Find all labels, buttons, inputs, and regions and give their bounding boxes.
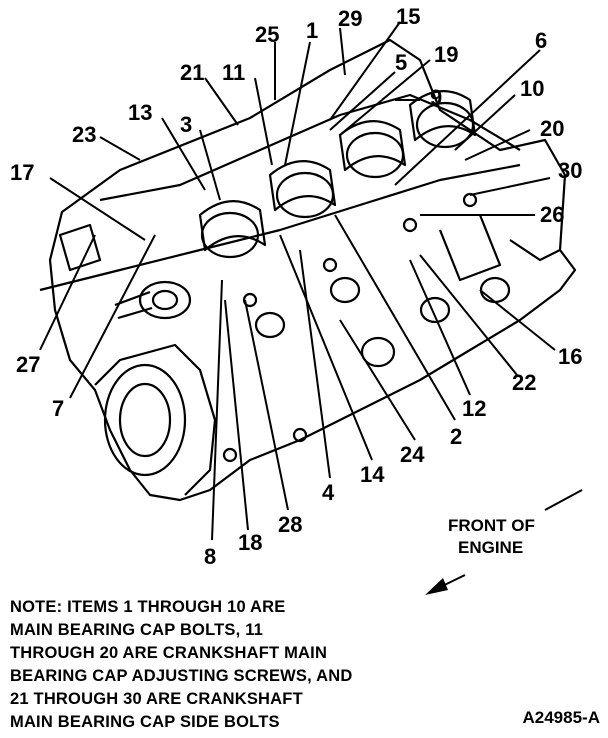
- note-line-4: BEARING CAP ADJUSTING SCREWS, AND: [10, 667, 353, 685]
- callout-27: 27: [16, 352, 40, 377]
- callout-26: 26: [540, 202, 564, 227]
- callout-6: 6: [535, 28, 547, 53]
- callout-4: 4: [322, 480, 335, 505]
- note-line-6: MAIN BEARING CAP SIDE BOLTS: [10, 713, 280, 731]
- callout-8: 8: [204, 544, 216, 569]
- callout-18: 18: [238, 530, 262, 555]
- engine-block-drawing: [39, 38, 577, 502]
- front-of-engine-label-2: ENGINE: [458, 538, 524, 557]
- callout-3: 3: [180, 112, 192, 137]
- note-line-1: NOTE: ITEMS 1 THROUGH 10 ARE: [10, 598, 286, 616]
- callout-5: 5: [395, 50, 407, 75]
- leader-lines: [39, 21, 583, 593]
- callout-13: 13: [128, 100, 152, 125]
- callout-12: 12: [462, 396, 486, 421]
- callout-17: 17: [10, 160, 34, 185]
- callout-28: 28: [278, 512, 302, 537]
- callout-numbers: 1 29 15 25 5 19 6 21 11 9 10 13 3 23 20 …: [10, 4, 582, 569]
- callout-25: 25: [255, 22, 279, 47]
- callout-2: 2: [450, 424, 462, 449]
- callout-23: 23: [72, 122, 96, 147]
- callout-30: 30: [558, 158, 582, 183]
- callout-11: 11: [222, 60, 245, 85]
- callout-1: 1: [306, 18, 318, 43]
- callout-29: 29: [338, 6, 362, 31]
- callout-20: 20: [540, 116, 564, 141]
- callout-14: 14: [360, 462, 385, 487]
- callout-9: 9: [430, 85, 442, 110]
- figure-id: A24985-A: [522, 708, 601, 727]
- note-line-3: THROUGH 20 ARE CRANKSHAFT MAIN: [10, 644, 328, 662]
- callout-16: 16: [558, 344, 582, 369]
- callout-22: 22: [512, 370, 536, 395]
- callout-10: 10: [520, 76, 544, 101]
- note-line-5: 21 THROUGH 30 ARE CRANKSHAFT: [10, 690, 303, 708]
- callout-19: 19: [434, 42, 458, 67]
- callout-7: 7: [52, 396, 64, 421]
- callout-21: 21: [180, 60, 204, 85]
- front-arrow-head: [425, 578, 448, 595]
- note-line-2: MAIN BEARING CAP BOLTS, 11: [10, 621, 264, 639]
- front-of-engine-label: FRONT OF: [448, 516, 535, 535]
- callout-15: 15: [396, 4, 420, 29]
- callout-24: 24: [400, 442, 425, 467]
